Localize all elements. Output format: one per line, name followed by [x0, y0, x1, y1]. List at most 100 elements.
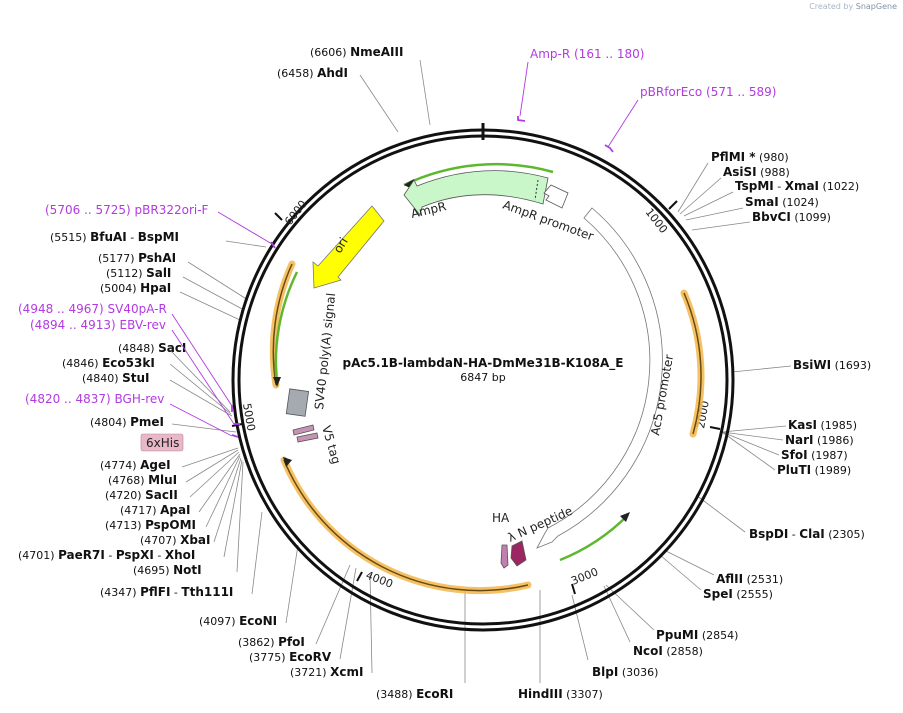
- primer-labels: Amp-R (161 .. 180) pBRforEco (571 .. 589)…: [18, 47, 776, 437]
- site-row: (4707) XbaI: [140, 533, 210, 547]
- site-row: SfoI (1987): [781, 448, 848, 462]
- site-position: (1986): [814, 434, 854, 447]
- site-saci: SacI: [158, 341, 186, 355]
- feature-label-ha: HA: [492, 511, 510, 525]
- leader-line: [285, 544, 299, 624]
- v5-tag-feature-a: [292, 424, 315, 436]
- site-row: (3775) EcoRV: [249, 650, 332, 664]
- leader-line: [359, 74, 399, 133]
- site-clai: ClaI: [799, 527, 824, 541]
- tick-mark-2000: [709, 426, 721, 430]
- bgh-rev-primer-mark: [231, 434, 239, 438]
- site-position: (3488): [376, 688, 416, 701]
- leader-line: [683, 191, 734, 217]
- site-position: (3307): [563, 688, 603, 701]
- site-position: (4840): [82, 372, 122, 385]
- site-econi: EcoNI: [239, 614, 277, 628]
- primer-leader: [171, 329, 235, 425]
- site-agei: AgeI: [140, 458, 170, 472]
- leader-line: [315, 564, 351, 645]
- leader-line: [213, 457, 242, 543]
- amp-r-primer-mark: [517, 116, 526, 122]
- primer-pbrforeco: pBRforEco (571 .. 589): [640, 85, 776, 99]
- site-row: BspDI - ClaI (2305): [749, 527, 865, 541]
- ha-feature: [500, 544, 509, 569]
- leader-line: [171, 423, 237, 433]
- orf-left-strand: [272, 263, 293, 386]
- primer-leader: [169, 403, 233, 437]
- primer-name: BGH-rev: [115, 392, 165, 406]
- feature-label-v5: V5 tag: [319, 424, 343, 466]
- site-pflmi: PflMI *: [711, 150, 756, 164]
- site-bspmi: BspMI: [138, 230, 179, 244]
- plasmid-length: 6847 bp: [460, 371, 505, 384]
- sv40-poly-a-feature: [285, 388, 310, 417]
- leader-line: [339, 567, 357, 660]
- site-tth111i: Tth111I: [181, 585, 233, 599]
- site-apai: ApaI: [160, 503, 190, 517]
- site-position: (3721): [290, 666, 330, 679]
- leader-line: [236, 461, 244, 573]
- site-row: (3488) EcoRI: [376, 687, 453, 701]
- site-pfoi: PfoI: [278, 635, 305, 649]
- site-aflii: AflII: [716, 572, 743, 586]
- leader-lines: [169, 59, 792, 683]
- site-ncoi: NcoI: [633, 644, 663, 658]
- site-separator: -: [154, 549, 165, 562]
- site-position: (1024): [779, 196, 819, 209]
- leader-line: [419, 59, 431, 126]
- site-position: (2305): [825, 528, 865, 541]
- primer-sv40pa-r: (4948 .. 4967) SV40pA-R: [18, 302, 167, 316]
- site-row: (4695) NotI: [133, 563, 202, 577]
- orf-bottom-strand: [283, 459, 529, 592]
- site-row: PpuMI (2854): [656, 628, 738, 642]
- site-row: AsiSI (988): [723, 165, 790, 179]
- leader-line: [185, 449, 239, 483]
- site-separator: -: [127, 231, 138, 244]
- site-position: (2531): [743, 573, 783, 586]
- site-row: HindIII (3307): [518, 687, 603, 701]
- leader-line: [205, 455, 241, 528]
- leader-line: [721, 431, 780, 456]
- site-position: (4768): [108, 474, 148, 487]
- primer-name: pBRforEco: [640, 85, 702, 99]
- site-position: (1985): [817, 419, 857, 432]
- site-row: TspMI - XmaI (1022): [735, 179, 859, 193]
- site-separator: -: [774, 180, 785, 193]
- primer-range: (4948 .. 4967): [18, 302, 108, 316]
- site-row: BlpI (3036): [592, 665, 658, 679]
- brand-prefix: Created by: [809, 2, 854, 11]
- primer-name: pBR322ori-F: [135, 203, 209, 217]
- feature-label-ampr-promoter: AmpR promoter: [501, 198, 595, 244]
- primer-amp-r: Amp-R (161 .. 180): [530, 47, 644, 61]
- primer-name: SV40pA-R: [108, 302, 167, 316]
- leader-line: [663, 549, 715, 576]
- site-asisi: AsiSI: [723, 165, 757, 179]
- site-pmei: PmeI: [130, 415, 164, 429]
- site-hindiii: HindIII: [518, 687, 563, 701]
- site-position: (4707): [140, 534, 180, 547]
- site-position: (980): [756, 151, 789, 164]
- leader-line: [181, 447, 239, 468]
- site-position: (3775): [249, 651, 289, 664]
- site-position: (4846): [62, 357, 102, 370]
- leader-line: [659, 554, 702, 591]
- tick-mark-6000: [274, 212, 283, 221]
- green-strand-left: [274, 271, 299, 386]
- site-row: (4840) StuI: [82, 371, 149, 385]
- site-row: (4713) PspOMI: [105, 518, 196, 532]
- site-ecori: EcoRI: [416, 687, 453, 701]
- site-pshai: PshAI: [138, 251, 176, 265]
- tick-label-5000: 5000: [240, 402, 258, 432]
- leader-line: [685, 207, 744, 221]
- site-position: (1987): [808, 449, 848, 462]
- site-row: BbvCI (1099): [752, 210, 831, 224]
- snapgene-brand: Created by SnapGene: [809, 2, 897, 11]
- site-position: (4804): [90, 416, 130, 429]
- site-bsiwi: BsiWI: [793, 358, 831, 372]
- orf-bottom-arrowhead: [283, 457, 292, 467]
- site-blpi: BlpI: [592, 665, 618, 679]
- primer-ebv-rev: (4894 .. 4913) EBV-rev: [30, 318, 166, 332]
- site-position: (4347): [100, 586, 140, 599]
